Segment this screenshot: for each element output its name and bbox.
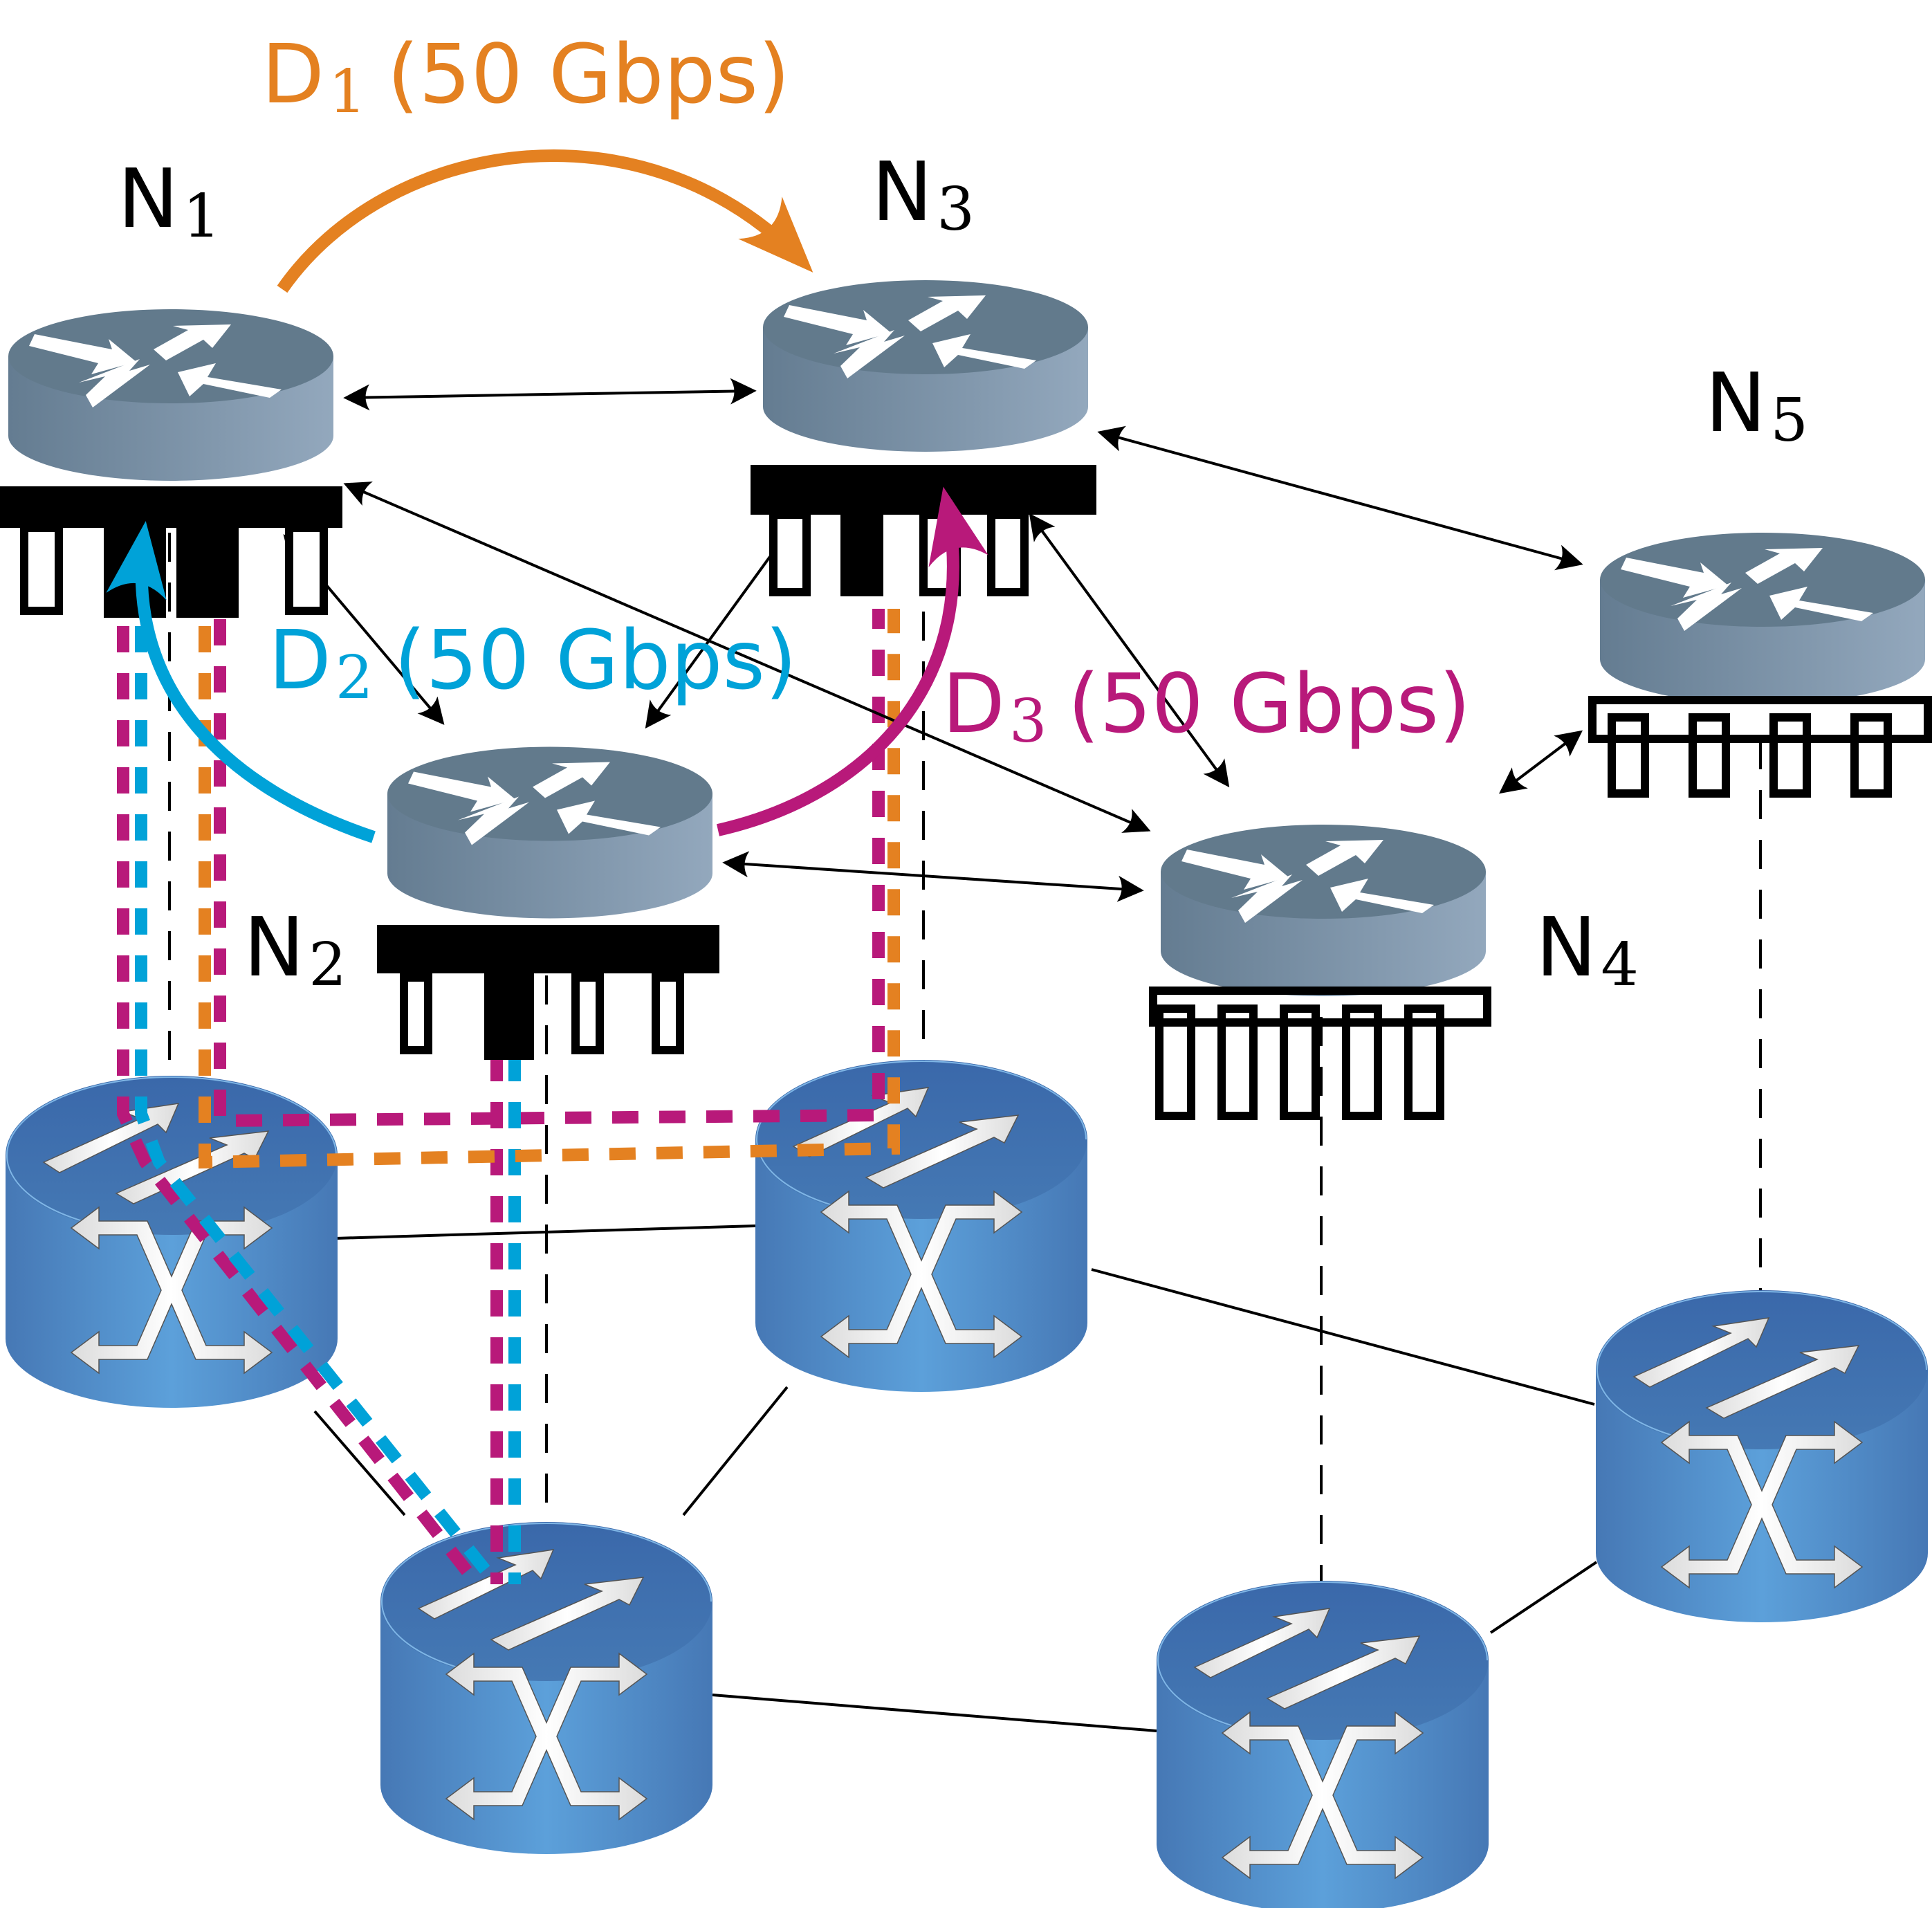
port[interactable] <box>652 973 684 1054</box>
port[interactable] <box>769 511 811 596</box>
port-group-n4 <box>1149 987 1491 1120</box>
optical-cross-connect-icon <box>380 1521 713 1855</box>
port-group-n5 <box>1588 696 1932 798</box>
ip-link-n1-n3[interactable] <box>343 378 757 411</box>
optical-link-o3-o5[interactable] <box>1091 1268 1595 1406</box>
demand-labels: D1(50 Gbps) D2(50 Gbps) D3(50 Gbps) <box>261 26 1471 756</box>
port-bar <box>1149 987 1491 1027</box>
port[interactable] <box>20 524 63 615</box>
port-active[interactable] <box>484 973 534 1060</box>
optical-link-o4-o5[interactable] <box>1489 1561 1598 1634</box>
port-bar <box>377 925 719 973</box>
port[interactable] <box>1280 1005 1320 1120</box>
router-n1[interactable] <box>0 309 342 618</box>
demand-label-d2: D2(50 Gbps) <box>268 612 797 713</box>
port-active[interactable] <box>104 528 166 618</box>
optical-link-o3-o2[interactable] <box>682 1386 789 1516</box>
port[interactable] <box>571 973 604 1054</box>
router-icon <box>8 309 333 481</box>
optical-links <box>313 1224 1598 1732</box>
port-active[interactable] <box>176 528 239 618</box>
ip-link-n3-n4[interactable] <box>1029 513 1230 788</box>
optical-switch-o4[interactable] <box>1156 1580 1489 1908</box>
optical-switch-o5[interactable] <box>1595 1290 1929 1623</box>
port[interactable] <box>1769 713 1811 798</box>
port[interactable] <box>1217 1005 1258 1120</box>
port-bar <box>751 465 1096 515</box>
port-bar <box>1588 696 1932 743</box>
lightpath-d2-n1-o2[interactable] <box>135 626 502 1588</box>
port-group-n3 <box>751 465 1096 596</box>
optical-link-o1-o2[interactable] <box>313 1410 406 1516</box>
node-label-n4: N4 <box>1536 899 1639 1000</box>
port[interactable] <box>1608 713 1649 798</box>
port[interactable] <box>285 524 328 615</box>
port[interactable] <box>1850 713 1892 798</box>
router-icon <box>1600 533 1925 704</box>
node-labels: N1 N3 N5 N2 N4 <box>118 144 1808 1000</box>
node-label-n2: N2 <box>243 899 347 1000</box>
optical-cross-connect-icon <box>1156 1580 1489 1908</box>
port[interactable] <box>1342 1005 1382 1120</box>
optical-switch-o2[interactable] <box>380 1521 713 1855</box>
demand-arc-d3[interactable] <box>717 486 988 836</box>
router-icon <box>387 746 712 919</box>
port[interactable] <box>400 973 432 1054</box>
router-n5[interactable] <box>1588 533 1932 798</box>
router-n3[interactable] <box>751 280 1096 596</box>
router-icon <box>1161 825 1486 996</box>
port-group-n1 <box>0 486 342 618</box>
optical-cross-connect-icon <box>1595 1290 1929 1623</box>
port[interactable] <box>987 511 1029 596</box>
ip-link-n2-n4[interactable] <box>722 851 1144 902</box>
port-group-n2 <box>377 925 719 1060</box>
router-n2[interactable] <box>377 746 719 1061</box>
demand-arc-d1[interactable] <box>277 149 813 293</box>
port-active[interactable] <box>840 515 883 596</box>
port-bar <box>0 486 342 528</box>
demand-label-d1: D1(50 Gbps) <box>261 26 790 127</box>
demand-arc-d2[interactable] <box>106 521 376 843</box>
node-label-n1: N1 <box>118 151 221 251</box>
ip-link-n3-n5[interactable] <box>1097 425 1583 571</box>
port[interactable] <box>1404 1005 1444 1120</box>
demand-arcs <box>106 149 988 843</box>
router-icon <box>763 280 1088 452</box>
ip-link-n4-n5[interactable] <box>1498 730 1583 794</box>
port[interactable] <box>1155 1005 1195 1120</box>
demand-label-d3: D3(50 Gbps) <box>942 656 1471 756</box>
router-n4[interactable] <box>1149 825 1491 1120</box>
node-label-n5: N5 <box>1705 355 1808 455</box>
lightpath-d3-n1-o2[interactable] <box>117 626 483 1588</box>
port[interactable] <box>1689 713 1730 798</box>
optical-link-o2-o4[interactable] <box>712 1694 1157 1732</box>
node-label-n3: N3 <box>872 144 975 244</box>
